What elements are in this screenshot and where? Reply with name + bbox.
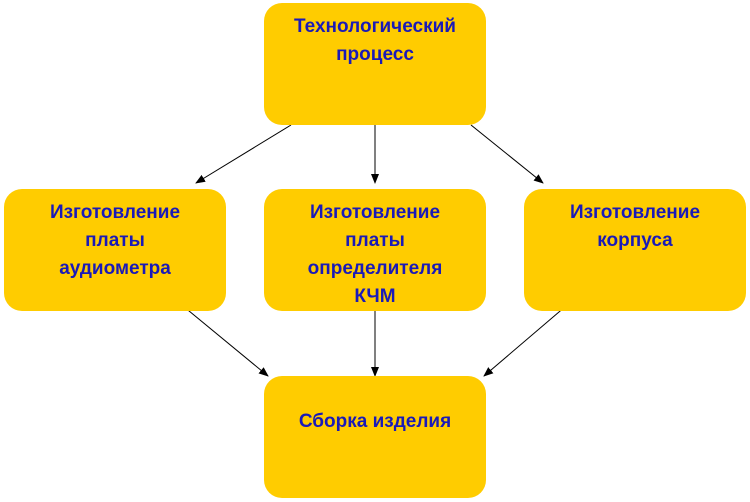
arrow-top-to-right: [470, 124, 544, 184]
node-label: Изготовление платы аудиометра: [49, 202, 181, 279]
arrow-right-to-bottom: [483, 305, 567, 377]
node-label: Технологический процесс: [294, 16, 456, 65]
arrow-top-to-left: [195, 124, 292, 184]
node-label: Сборка изделия: [298, 411, 452, 432]
node-product-assembly: Сборка изделия: [264, 376, 486, 498]
node-technological-process: Технологический процесс: [264, 3, 486, 125]
node-kchm-detector-board: Изготовление платы определителя КЧМ: [264, 189, 486, 311]
node-case-manufacturing: Изготовление корпуса: [524, 189, 746, 311]
node-label: Изготовление корпуса: [569, 202, 701, 251]
node-audiometer-board: Изготовление платы аудиометра: [4, 189, 226, 311]
node-label: Изготовление платы определителя КЧМ: [307, 202, 443, 307]
arrow-left-to-bottom: [182, 305, 269, 377]
